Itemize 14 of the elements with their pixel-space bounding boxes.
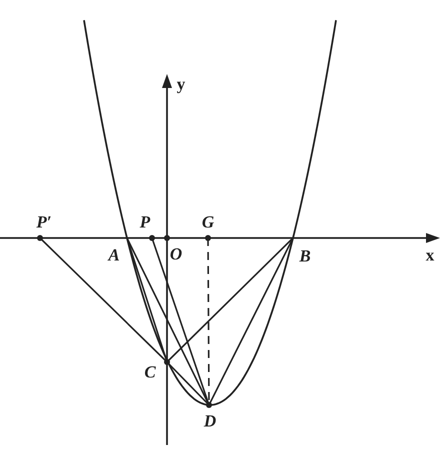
- line-segment: [166, 237, 294, 363]
- point-label: D: [204, 412, 216, 430]
- point-label: P: [140, 214, 150, 230]
- axis-label: x: [426, 246, 434, 264]
- line-segment: [39, 237, 168, 363]
- point-label: G: [202, 214, 214, 230]
- point-label: C: [144, 364, 156, 380]
- point-label: B: [299, 248, 311, 264]
- point-label: A: [108, 246, 120, 264]
- point-label: P′: [36, 214, 52, 230]
- axis-label: y: [176, 76, 186, 92]
- line-segment: [208, 238, 294, 406]
- line-segment: [151, 238, 210, 406]
- origin-label: O: [170, 246, 182, 262]
